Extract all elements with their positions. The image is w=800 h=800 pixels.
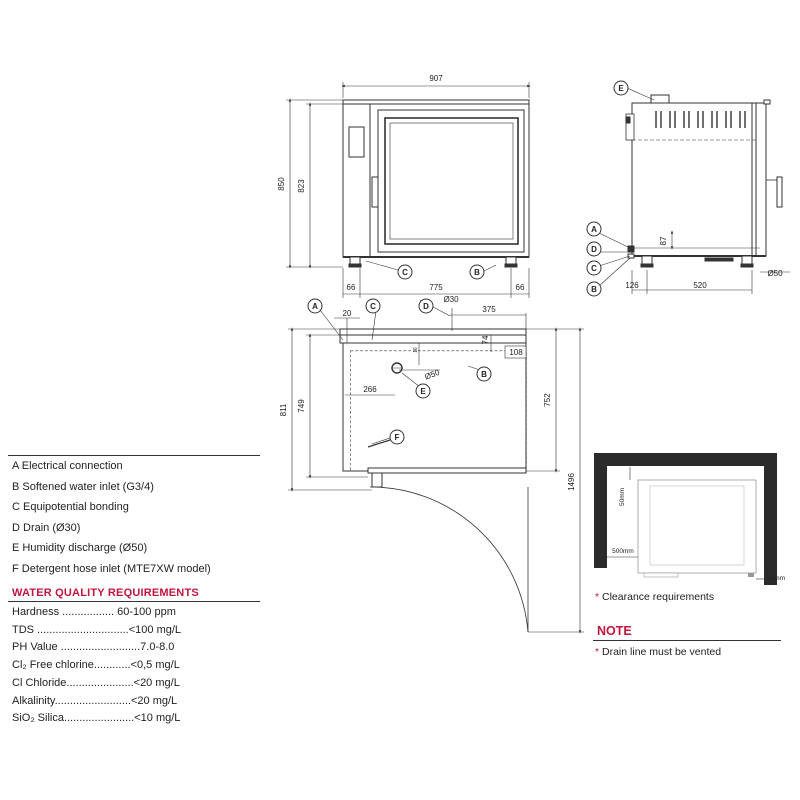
front-view <box>286 82 531 298</box>
callout-c: C <box>402 268 408 277</box>
dim-width-375: 375 <box>482 305 496 314</box>
door-handle <box>371 176 379 208</box>
clearance-side-gap: 500mm <box>612 548 634 555</box>
side-view <box>598 87 790 294</box>
callout-e: E <box>618 84 624 93</box>
dim-overall-height: 850 <box>277 177 286 191</box>
callout-a: A <box>591 225 597 234</box>
callout-c: C <box>370 302 376 311</box>
clearance-note: * Clearance requirements <box>595 591 714 603</box>
dim-side-108: 108 <box>509 348 523 357</box>
callout-d: D <box>591 245 597 254</box>
side-view-text: 87 126 520 Ø50 <box>625 236 783 290</box>
legend-item-d: D Drain (Ø30) <box>12 521 81 534</box>
door-frame <box>377 109 525 253</box>
dim-offset-20: 20 <box>343 309 352 318</box>
dim-front-offset: 126 <box>625 281 639 290</box>
dim-vent-offset: 266 <box>363 385 377 394</box>
side-body <box>631 102 757 257</box>
callout-b: B <box>481 370 487 379</box>
water-quality-title: WATER QUALITY REQUIREMENTS <box>12 587 199 599</box>
dim-left-depth: 811 <box>279 403 288 416</box>
callout-a: A <box>312 302 318 311</box>
wq-hardness: Hardness ................. 60-100 ppm <box>12 606 176 618</box>
legend-item-c: C Equipotential bonding <box>12 501 129 513</box>
wq-alkalinity: Alkalinity.........................<20 m… <box>12 694 178 707</box>
top-callouts <box>307 298 492 445</box>
dim-depth-74: 74 <box>481 335 490 344</box>
clearance-right-gap: 50mm <box>767 575 785 582</box>
top-view <box>288 299 584 634</box>
vent-cap <box>650 94 670 104</box>
side-callout-labels: E A D C B <box>591 84 624 294</box>
dim-inner-depth: 749 <box>297 399 306 413</box>
front-view-text: 907 850 823 66 775 66 <box>277 74 525 292</box>
legend-item-b: B Softened water inlet (G3/4) <box>12 480 154 493</box>
control-screen <box>348 126 365 158</box>
callout-e: E <box>420 387 426 396</box>
door-swing-arc <box>369 486 529 633</box>
callout-d: D <box>423 302 429 311</box>
dim-connection-height: 87 <box>659 236 668 245</box>
drain-note-text: Drain line must be vented <box>602 646 722 658</box>
dim-leg-span: 775 <box>429 283 443 292</box>
side-handle <box>776 176 783 208</box>
note-rule <box>593 640 781 641</box>
drain-note: * Drain line must be vented <box>595 646 721 658</box>
legend-item-e: E Humidity discharge (Ø50) <box>12 542 148 554</box>
dim-depth: 520 <box>693 281 707 290</box>
dim-door-height: 823 <box>297 179 306 193</box>
wq-tds: TDS ..............................<100 m… <box>12 623 182 636</box>
legend-item-a: A Electrical connection <box>12 460 123 472</box>
dim-small: 16 <box>413 347 419 353</box>
clearance-star: * <box>595 591 600 603</box>
callout-f: F <box>395 433 400 442</box>
legend-rule <box>8 455 260 456</box>
side-callouts <box>586 80 629 297</box>
dim-overall-width: 907 <box>429 74 443 83</box>
callout-b: B <box>474 268 480 277</box>
dim-right-depth: 752 <box>543 393 552 407</box>
clearance-diagram <box>594 453 777 585</box>
side-door-edge <box>751 102 767 257</box>
top-callout-labels: A C D E B F <box>312 302 487 442</box>
dim-drain-dia: Ø30 <box>443 295 459 304</box>
clearance-oven <box>637 479 757 574</box>
note-title: NOTE <box>597 624 632 638</box>
dim-drain-diameter: Ø50 <box>767 269 783 278</box>
door-window <box>384 117 519 245</box>
callout-b: B <box>591 285 597 294</box>
water-quality-rule <box>8 601 260 602</box>
legend: A Electrical connection B Softened water… <box>8 456 260 579</box>
clearance-top-gap: 50mm <box>619 488 626 506</box>
legend-item-f: F Detergent hose inlet (MTE7XW model) <box>12 562 211 575</box>
callout-c: C <box>591 264 597 273</box>
dim-left-offset: 66 <box>347 283 356 292</box>
front-cabinet <box>342 99 530 258</box>
dim-door-swing: 1496 <box>567 473 576 491</box>
water-quality-list: Hardness ................. 60-100 ppm TD… <box>12 604 181 728</box>
front-top-band <box>342 99 530 105</box>
wq-ph: PH Value ..........................7.0-8… <box>12 641 175 654</box>
clearance-note-text: Clearance requirements <box>602 591 715 603</box>
louvres <box>655 111 746 128</box>
drain-star: * <box>595 646 600 658</box>
front-callouts: C B <box>397 264 485 280</box>
wq-silica: SiO₂ Silica.......................<10 mg… <box>12 712 181 725</box>
clearance-text: 50mm 500mm 50mm <box>612 488 785 582</box>
dim-right-offset: 66 <box>516 283 525 292</box>
top-body <box>342 342 527 472</box>
wq-chloride: Cl Chloride......................<20 mg/… <box>12 676 180 689</box>
wq-free-chlorine: Cl₂ Free chlorine............<0,5 mg/L <box>12 659 180 672</box>
